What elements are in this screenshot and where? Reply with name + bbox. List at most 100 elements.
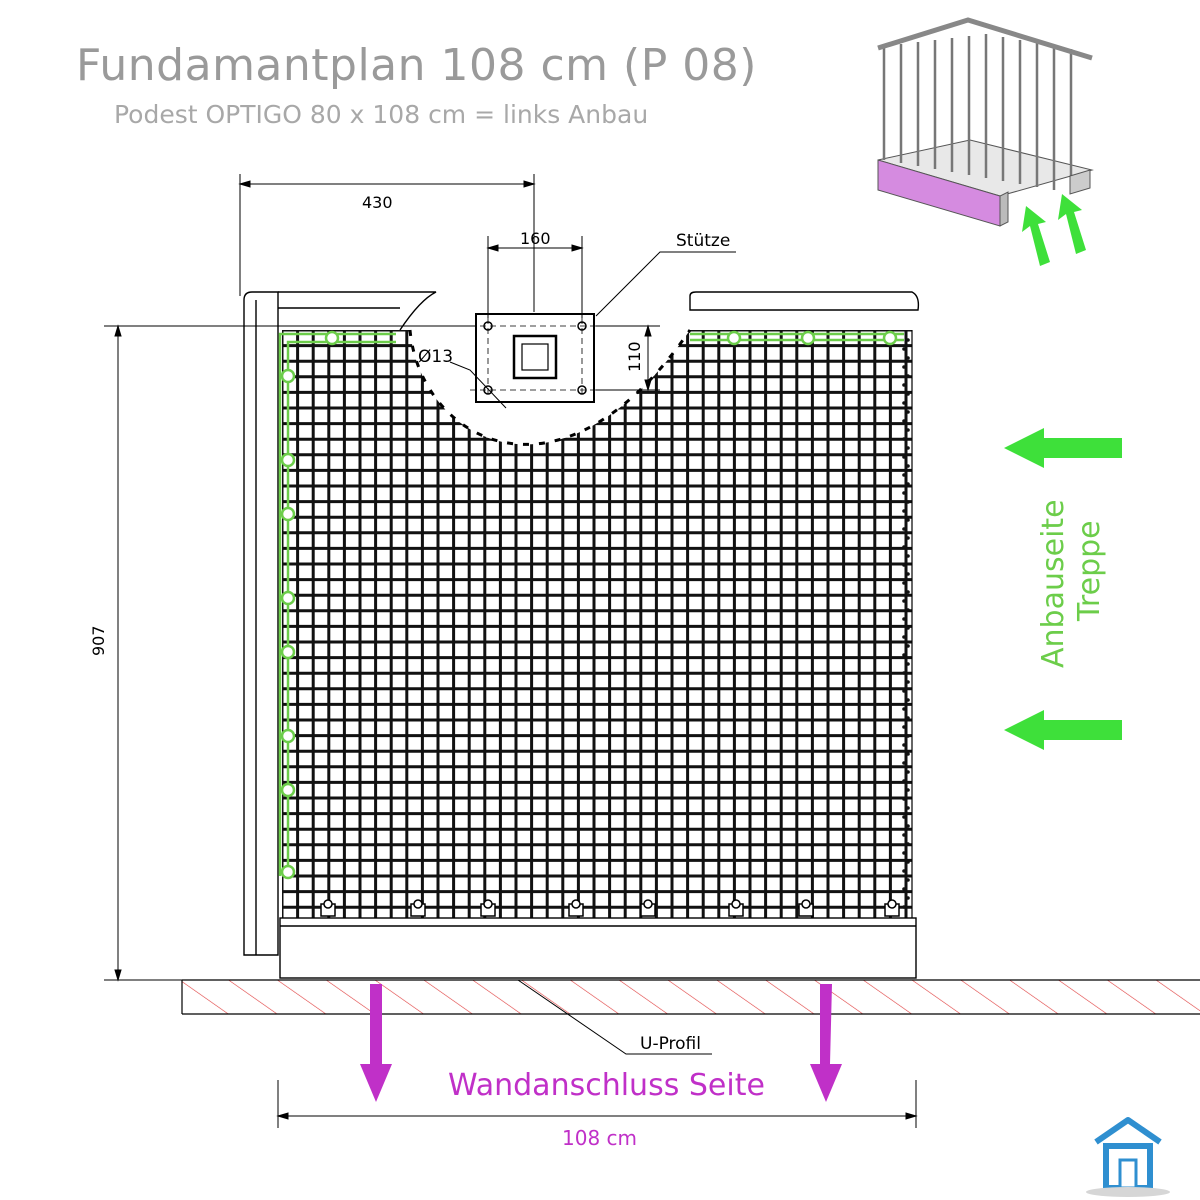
bolt-icon	[728, 899, 744, 917]
arrow-up-right-icon	[1022, 194, 1086, 266]
perforation-dot	[902, 887, 906, 891]
green-anchor-rings	[280, 330, 898, 880]
perforation-dot	[906, 842, 910, 846]
dim-430: 430	[362, 193, 393, 212]
perforation-dot	[906, 464, 910, 468]
perforation-dot	[902, 815, 906, 819]
perforation-dot	[902, 437, 906, 441]
bottom-bolts	[320, 899, 900, 917]
anchor-ring	[280, 644, 296, 660]
perforation-dot	[902, 851, 906, 855]
perforation-dot	[902, 635, 906, 639]
perforation-dot	[906, 878, 910, 882]
perforation-dot	[902, 581, 906, 585]
label-stuetze: Stütze	[676, 231, 730, 251]
support-plate	[470, 313, 600, 403]
u-profile-base	[279, 917, 917, 979]
platform-3d-icon	[877, 17, 1094, 227]
dim-160: 160	[520, 229, 551, 248]
perforation-dot	[906, 698, 910, 702]
anchor-ring	[726, 330, 742, 346]
perforation-dot	[902, 797, 906, 801]
perforation-dot	[906, 608, 910, 612]
perforation-dot	[902, 707, 906, 711]
bolt-icon	[884, 899, 900, 917]
bolt-icon	[320, 899, 336, 917]
perforation-dot	[902, 383, 906, 387]
perforation-dot	[902, 869, 906, 873]
anchor-ring	[280, 368, 296, 384]
perforation-dot	[902, 671, 906, 675]
left-side-profile	[243, 291, 437, 956]
grating-grid	[282, 330, 912, 918]
perforation-dot	[906, 824, 910, 828]
perforation-dot	[906, 806, 910, 810]
perforation-dot	[906, 896, 910, 900]
bolt-icon	[640, 899, 656, 917]
perforation-dot	[906, 536, 910, 540]
right-top-profile	[689, 291, 920, 311]
perforation-dot	[902, 545, 906, 549]
arrow-left-icon	[1004, 710, 1122, 750]
arrow-left-icon	[1004, 428, 1122, 468]
bolt-icon	[798, 899, 814, 917]
perforation-dot	[906, 446, 910, 450]
perforation-dot	[906, 788, 910, 792]
perforation-dot	[906, 770, 910, 774]
perforation-dot	[906, 338, 910, 342]
perforation-dot	[902, 347, 906, 351]
perforation-dot	[906, 554, 910, 558]
perforation-dot	[902, 689, 906, 693]
perforation-dot	[902, 473, 906, 477]
perforation-dot	[902, 761, 906, 765]
side-label-anbauseite: Anbauseite Treppe	[1036, 499, 1108, 668]
anchor-ring	[280, 506, 296, 522]
ground-hatch	[181, 979, 1200, 1015]
anchor-ring	[280, 864, 296, 880]
perforation-dot	[906, 500, 910, 504]
perforation-dot	[906, 356, 910, 360]
anchor-ring	[280, 782, 296, 798]
perforation-dot	[902, 563, 906, 567]
perforation-dot	[906, 374, 910, 378]
perforation-dot	[906, 680, 910, 684]
perforation-dot	[902, 743, 906, 747]
perforation-dot	[906, 590, 910, 594]
bolt-icon	[568, 899, 584, 917]
perforation-dot	[902, 491, 906, 495]
anchor-ring	[280, 452, 296, 468]
perforation-dot	[906, 734, 910, 738]
perforation-dot	[902, 365, 906, 369]
perforation-dot	[902, 401, 906, 405]
perforation-dot	[902, 779, 906, 783]
side-label-line2: Treppe	[1072, 520, 1107, 621]
perforation-dot	[906, 572, 910, 576]
dim-diameter: Ø13	[418, 347, 453, 367]
wall-side-label: Wandanschluss Seite	[448, 1068, 765, 1103]
perforation-dot	[906, 518, 910, 522]
green-edge-markings	[278, 332, 904, 876]
page-title: Fundamantplan 108 cm (P 08)	[76, 40, 757, 91]
dim-907: 907	[89, 625, 108, 656]
page-subtitle: Podest OPTIGO 80 x 108 cm = links Anbau	[114, 100, 649, 129]
perforation-dot	[902, 419, 906, 423]
perforation-dot	[902, 509, 906, 513]
bolt-icon	[410, 899, 426, 917]
arrow-down-icon	[810, 984, 842, 1102]
perforation-dot	[906, 428, 910, 432]
width-label: 108 cm	[562, 1126, 638, 1150]
perforation-dot	[902, 599, 906, 603]
bolt-icon	[480, 899, 496, 917]
perforation-dot	[902, 833, 906, 837]
perforation-dot	[902, 653, 906, 657]
perforation-dot	[906, 644, 910, 648]
anchor-ring	[800, 330, 816, 346]
side-label-line1: Anbauseite	[1036, 499, 1071, 668]
perforation-dot	[906, 410, 910, 414]
perforation-dot	[906, 716, 910, 720]
perforation-dot	[906, 662, 910, 666]
label-u-profil: U-Profil	[640, 1034, 701, 1054]
perforation-dot	[906, 392, 910, 396]
